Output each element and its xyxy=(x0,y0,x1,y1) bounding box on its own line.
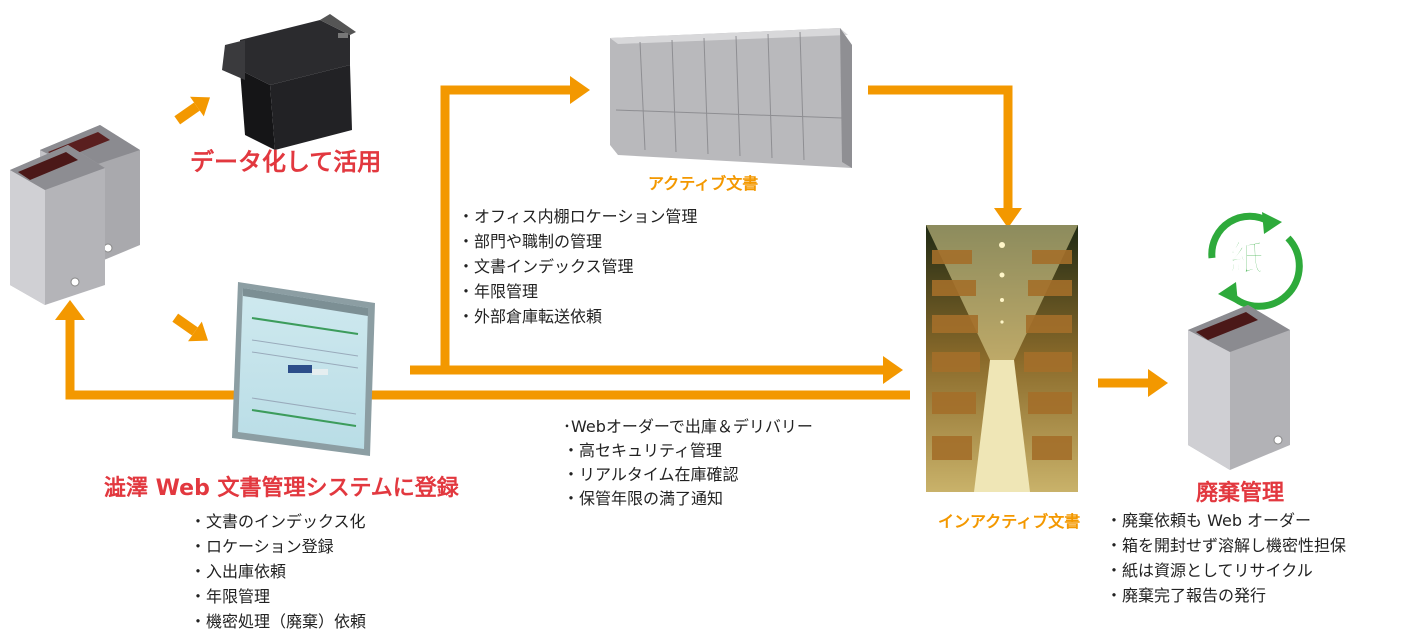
delivery-feature-item: ・保管年限の満了通知 xyxy=(563,489,724,508)
disposal-title: 廃棄管理 xyxy=(1196,481,1285,506)
active-feature-item: ・文書インデックス管理 xyxy=(458,257,634,276)
active-feature-item: ・外部倉庫転送依頼 xyxy=(458,307,603,326)
mobile-shelving-icon xyxy=(610,28,852,168)
registration-feature-item: ・機密処理（廃棄）依頼 xyxy=(190,612,367,631)
active-documents-title: アクティブ文書 xyxy=(648,174,759,193)
delivery-feature-item: ・リアルタイム在庫確認 xyxy=(563,465,739,484)
disposal-feature-item: ・廃棄依頼も Web オーダー xyxy=(1106,511,1312,530)
diagonal-arrow-lower xyxy=(172,313,209,342)
registration-features-list: ・文書のインデックス化 ・ロケーション登録 ・入出庫依頼 ・年限管理 ・機密処理… xyxy=(190,509,366,634)
file-box-icon-front xyxy=(10,145,105,305)
return-flow-line xyxy=(65,320,910,400)
flow-arrows xyxy=(65,85,1150,400)
down-arrow-head xyxy=(994,208,1022,228)
datalize-title: データ化して活用 xyxy=(190,148,382,176)
disposal-feature-item: ・箱を開封せず溶解し機密性担保 xyxy=(1106,536,1347,555)
registration-feature-item: ・文書のインデックス化 xyxy=(190,512,366,531)
delivery-feature-item: ･Webオーダーで出庫＆デリバリー xyxy=(563,417,813,436)
registration-feature-item: ・入出庫依頼 xyxy=(190,562,287,581)
active-features-list: ・オフィス内棚ロケーション管理 ・部門や職制の管理 ・文書インデックス管理 ・年… xyxy=(458,204,697,329)
disposal-feature-item: ・紙は資源としてリサイクル xyxy=(1106,561,1313,580)
inactive-documents-title: インアクティブ文書 xyxy=(938,512,1081,531)
paper-recycle-icon: 紙 xyxy=(1208,212,1303,310)
to-active-arrow-head xyxy=(570,76,590,104)
arrow-heads xyxy=(55,76,1168,397)
disposal-feature-item: ・廃棄完了報告の発行 xyxy=(1106,586,1267,605)
web-system-screen-icon xyxy=(232,282,375,456)
diagonal-arrow-upper xyxy=(174,96,211,125)
disposal-file-box-icon xyxy=(1188,305,1290,470)
registration-feature-item: ・ロケーション登録 xyxy=(190,537,334,556)
delivery-feature-item: ・高セキュリティ管理 xyxy=(563,441,723,460)
delivery-features-list: ･Webオーダーで出庫＆デリバリー ・高セキュリティ管理 ・リアルタイム在庫確認… xyxy=(563,415,813,511)
warehouse-photo xyxy=(926,225,1078,492)
to-inactive-arrow-head xyxy=(883,356,903,384)
active-to-inactive-line xyxy=(868,85,1013,210)
branch-to-active-line xyxy=(440,85,570,367)
disposal-features-list: ・廃棄依頼も Web オーダー ・箱を開封せず溶解し機密性担保 ・紙は資源として… xyxy=(1106,508,1346,608)
active-feature-item: ・年限管理 xyxy=(458,282,539,301)
active-feature-item: ・部門や職制の管理 xyxy=(458,232,603,251)
registration-feature-item: ・年限管理 xyxy=(190,587,271,606)
registration-title: 澁澤 Web 文書管理システムに登録 xyxy=(104,476,459,501)
recycle-mark-text: 紙 xyxy=(1230,239,1264,279)
multifunction-printer-icon xyxy=(222,14,356,150)
up-arrow-head xyxy=(55,300,85,320)
active-feature-item: ・オフィス内棚ロケーション管理 xyxy=(458,207,698,226)
to-disposal-arrow-head xyxy=(1148,369,1168,397)
